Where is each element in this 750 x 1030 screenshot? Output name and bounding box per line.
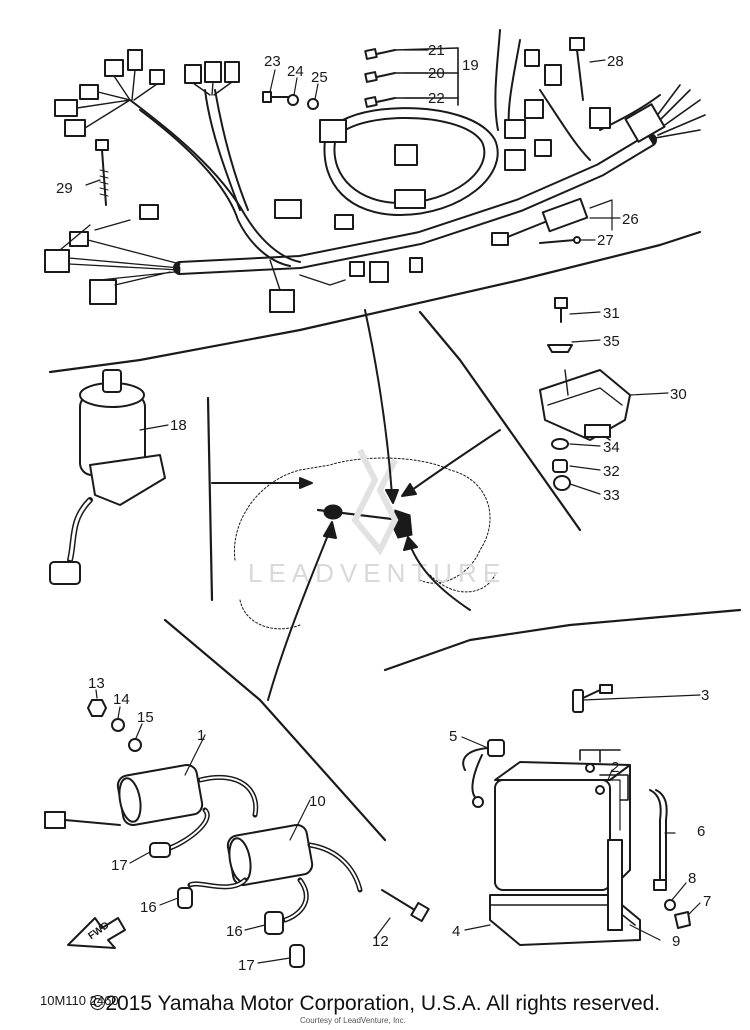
callout-17-right: 17 [238, 957, 255, 974]
callout-10: 10 [309, 793, 326, 810]
callout-32: 32 [603, 463, 620, 480]
callout-7: 7 [703, 893, 711, 910]
callout-18: 18 [170, 417, 187, 434]
callout-labels: 1 2 3 4 5 6 7 8 9 10 12 13 14 15 16 16 1… [56, 42, 711, 974]
leader-lines [85, 49, 701, 964]
drawing-code: 10M110 2460 [40, 993, 119, 1008]
callout-22: 22 [428, 90, 445, 107]
callout-24: 24 [287, 63, 304, 80]
callout-16-right: 16 [226, 923, 243, 940]
igniter-unit [539, 369, 631, 441]
callout-31: 31 [603, 305, 620, 322]
callout-23: 23 [264, 53, 281, 70]
callout-15: 15 [137, 709, 154, 726]
callout-5: 5 [449, 728, 457, 745]
ignition-coils [44, 699, 430, 968]
callout-8: 8 [688, 870, 696, 887]
battery-assembly [462, 684, 691, 946]
callout-21: 21 [428, 42, 445, 59]
callout-4: 4 [452, 923, 460, 940]
copyright-footer: ©2015 Yamaha Motor Corporation, U.S.A. A… [89, 992, 661, 1015]
callout-25: 25 [311, 69, 328, 86]
fwd-arrow: FWD [67, 917, 126, 949]
callout-19: 19 [462, 57, 479, 74]
callout-30: 30 [670, 386, 687, 403]
watermark-text: LEADVENTURE [248, 558, 506, 588]
callout-35: 35 [603, 333, 620, 350]
callout-28: 28 [607, 53, 624, 70]
callout-29: 29 [56, 180, 73, 197]
callout-20: 20 [428, 65, 445, 82]
callout-34: 34 [603, 439, 620, 456]
watermark: LEADVENTURE [248, 448, 506, 588]
callout-9: 9 [672, 933, 680, 950]
main-switch [49, 369, 166, 585]
callout-33: 33 [603, 487, 620, 504]
callout-13: 13 [88, 675, 105, 692]
callout-27: 27 [597, 232, 614, 249]
callout-1: 1 [197, 727, 205, 744]
igniter-hardware [547, 297, 573, 491]
section-dividers [48, 230, 742, 842]
callout-6: 6 [697, 823, 705, 840]
callout-16-left: 16 [140, 899, 157, 916]
callout-12: 12 [372, 933, 389, 950]
callout-26-lower: 26 [622, 211, 639, 228]
callout-3: 3 [701, 687, 709, 704]
pointer-arrows [211, 309, 501, 701]
courtesy-note: Courtesy of LeadVenture, Inc. [300, 1016, 406, 1025]
callout-14: 14 [113, 691, 130, 708]
callout-17-left: 17 [111, 857, 128, 874]
callout-2: 2 [611, 759, 619, 776]
wire-harness [44, 29, 706, 313]
